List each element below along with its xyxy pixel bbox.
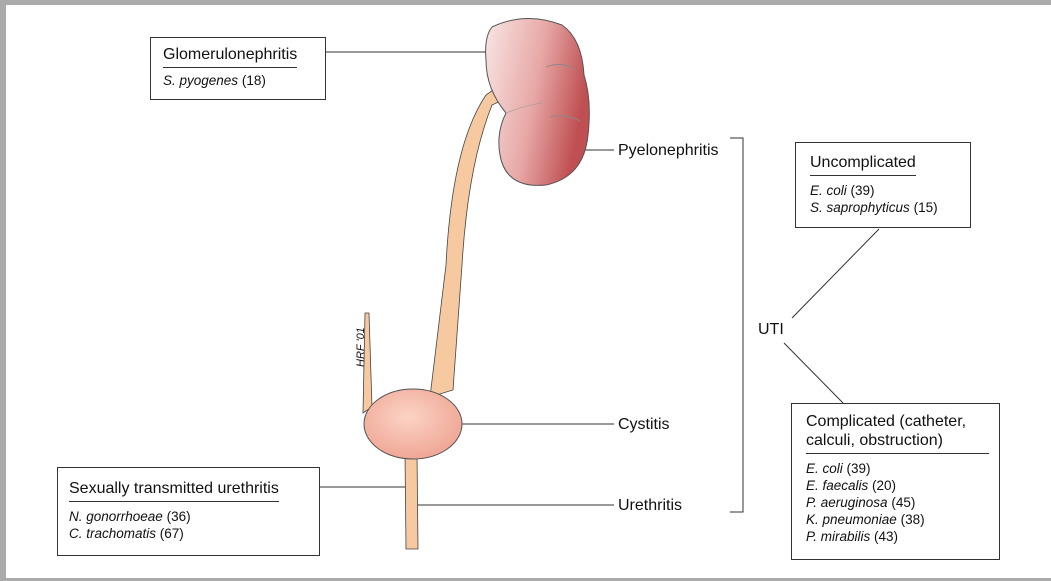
cystitis-label: Cystitis [618,415,670,434]
glomerulonephritis-title: Glomerulonephritis [163,45,297,68]
sti-urethritis-box: Sexually transmitted urethritis N. gonor… [57,467,320,556]
sti-title: Sexually transmitted urethritis [69,479,279,502]
organism-item: P. aeruginosa (45) [806,494,989,511]
uncomplicated-title: Uncomplicated [810,153,916,176]
urethritis-label: Urethritis [618,496,682,515]
organism-item: K. pneumoniae (38) [806,511,989,528]
organism-item: E. coli (39) [806,460,989,477]
uti-label: UTI [758,320,784,339]
artist-signature: HRF '01 [355,327,367,367]
right-ureter [430,85,509,397]
organism-item: E. faecalis (20) [806,477,989,494]
organism-item: C. trachomatis (67) [69,525,319,542]
organism-item: N. gonorrhoeae (36) [69,508,319,525]
bladder [364,389,462,459]
organism-item: E. coli (39) [810,182,970,199]
organism-item: S. pyogenes (18) [163,72,325,89]
glomerulonephritis-box: Glomerulonephritis S. pyogenes (18) [150,37,326,100]
kidney [486,18,590,185]
diagram-canvas: HRF '01 Glomerulonephritis S. pyogenes (… [6,5,1051,578]
complicated-title: Complicated (catheter, calculi, obstruct… [806,412,989,454]
pyelonephritis-label: Pyelonephritis [618,141,719,160]
complicated-box: Complicated (catheter, calculi, obstruct… [791,403,1000,560]
organism-item: P. mirabilis (43) [806,528,989,545]
uncomplicated-box: Uncomplicated E. coli (39) S. saprophyti… [795,142,971,228]
urethra [405,453,418,549]
organism-item: S. saprophyticus (15) [810,199,970,216]
